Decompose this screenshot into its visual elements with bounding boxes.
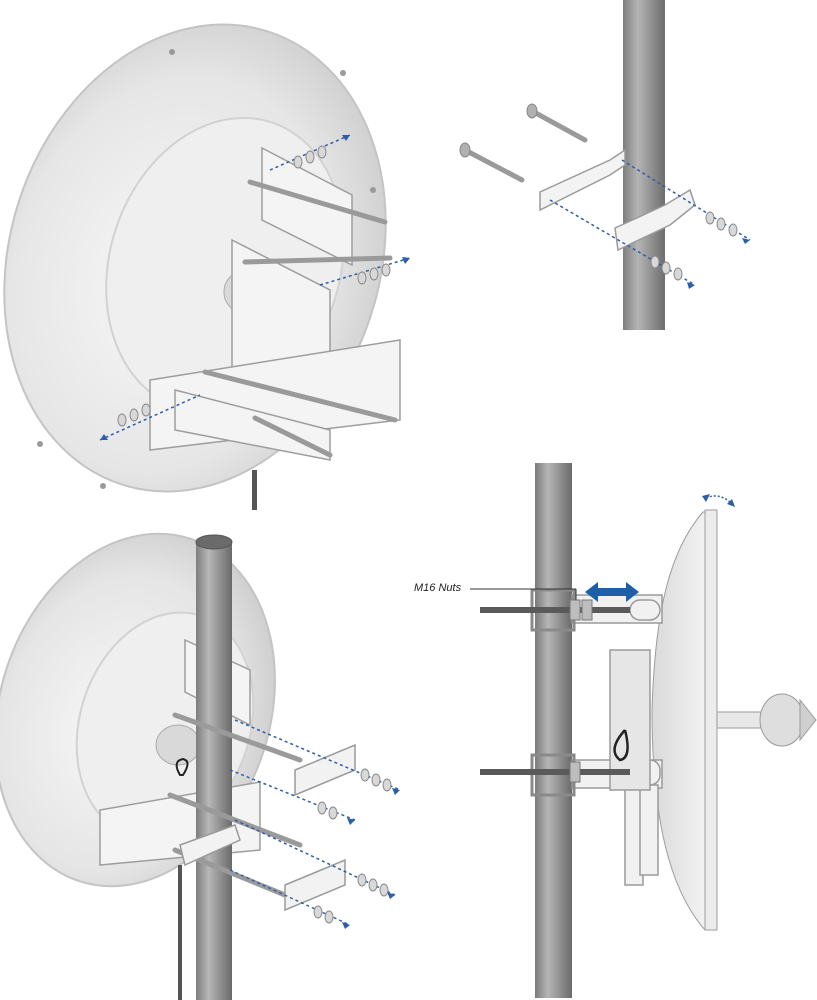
- feed-cable: [613, 729, 629, 762]
- pole-top: [195, 534, 233, 550]
- pole: [535, 463, 572, 998]
- threaded-rods: [480, 607, 630, 775]
- bolt-heads: [459, 103, 538, 158]
- guide-lines: [549, 159, 751, 286]
- feed-cable: [175, 757, 189, 776]
- slide-arrow: [585, 582, 639, 602]
- panel-mount-dish-on-pole: [0, 520, 420, 1000]
- panel-bracket-to-pole: [440, 0, 817, 340]
- feed-horn: [759, 693, 805, 747]
- dish-bracket: [149, 146, 401, 461]
- threaded-rods: [202, 179, 398, 458]
- m16-nuts: [569, 599, 593, 783]
- m16-nuts-label: M16 Nuts: [414, 582, 462, 594]
- dish-rim-edge: [704, 509, 718, 931]
- nuts-washers: [313, 768, 392, 924]
- tilt-arrow: [705, 495, 733, 505]
- dish-rim-holes: [37, 49, 376, 489]
- pole-clamps: [539, 148, 696, 252]
- feed-arm: [716, 711, 763, 729]
- arrow-heads: [342, 788, 400, 929]
- arrow-heads: [100, 135, 410, 440]
- dish-profile: [651, 511, 716, 931]
- carriage-bolts: [462, 108, 588, 183]
- nuts-washers: [117, 145, 391, 427]
- nuts-washers: [650, 211, 738, 281]
- tilt-arrow-heads: [702, 494, 735, 507]
- feed-horn-tip: [799, 698, 817, 742]
- dish-cable-stub: [252, 470, 257, 510]
- dish-cable: [178, 865, 182, 1000]
- feed-hub: [155, 724, 201, 766]
- arrow-heads: [687, 238, 750, 289]
- pole-clamps: [179, 743, 356, 912]
- panel-adjust-elevation: [440, 460, 817, 1000]
- pole: [196, 542, 232, 1000]
- pole: [623, 0, 665, 330]
- panel-bracket-to-dish: [0, 0, 440, 510]
